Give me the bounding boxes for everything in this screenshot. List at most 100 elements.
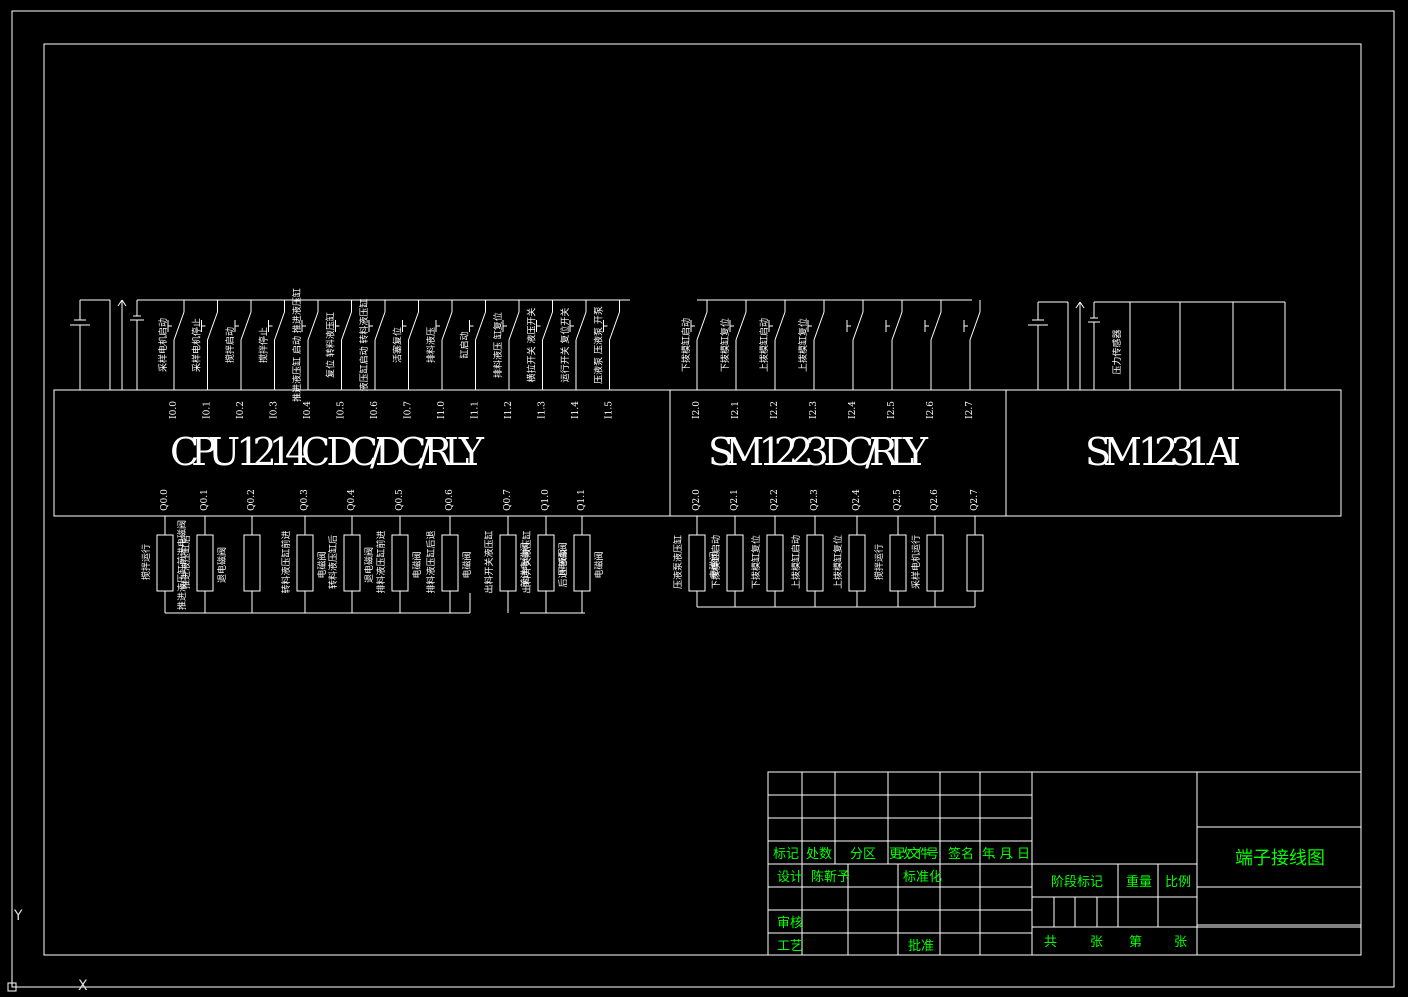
sm-input-addr: I2.7 bbox=[965, 401, 975, 419]
cpu-output-2: Q0.2 bbox=[243, 489, 261, 613]
cpu-output-addr: Q0.0 bbox=[160, 489, 170, 511]
cpu-output-addr: Q0.1 bbox=[200, 489, 210, 511]
cpu-input-label: 采样电机停止 bbox=[191, 318, 203, 372]
cpu-output-addr: Q1.1 bbox=[577, 489, 587, 511]
sm-input-addr: I2.3 bbox=[809, 401, 819, 419]
tb-sheets-total: 共 bbox=[1044, 935, 1057, 950]
cpu-input-addr: I0.3 bbox=[270, 401, 280, 419]
sm1231-module-title: SM 1231 AI bbox=[1085, 430, 1241, 474]
cpu-output-addr: Q0.7 bbox=[503, 489, 513, 511]
tb-sheet-no: 第 bbox=[1129, 935, 1142, 950]
cpu-output-7: Q0.7出料开关液压缸前进电磁阀 bbox=[483, 489, 531, 613]
sm-input-label: 上拨模缸启动 bbox=[758, 318, 770, 372]
cpu-input-label: 压液泵 压液泵 开泵 bbox=[593, 306, 605, 384]
tb-header-sign: 签名 bbox=[948, 846, 974, 862]
sm-output-label-a: 搅拌运行 bbox=[873, 544, 885, 580]
ucs-y-label: Y bbox=[13, 908, 23, 924]
ai-power bbox=[1028, 301, 1286, 390]
cpu-output-5: Q0.5排料液压缸前进电磁阀 bbox=[375, 489, 423, 613]
tb-header-count: 处数 bbox=[806, 847, 832, 862]
cpu-output-addr: Q0.3 bbox=[300, 489, 310, 511]
sm-output-addr: Q2.2 bbox=[770, 489, 780, 511]
cpu-input-addr: I1.2 bbox=[504, 401, 514, 419]
cpu-input-label: 横拉开关 液压开关 bbox=[526, 308, 538, 383]
sm-input-6: I2.6 bbox=[924, 300, 942, 419]
sm1223-module-title: SM 1223 DC/RLY bbox=[708, 430, 929, 474]
cpu-output-6: Q0.6排料液压缸后退电磁阀 bbox=[425, 489, 473, 613]
tb-stage-mark: 阶段标记 bbox=[1051, 875, 1103, 890]
sm-output-label-a: 压液泵液压缸 bbox=[672, 535, 684, 589]
cpu-input-addr: I0.6 bbox=[370, 401, 380, 419]
cpu-input-addr: I1.4 bbox=[571, 401, 581, 419]
sm-output-0: Q2.0压液泵液压缸电磁阀 bbox=[672, 489, 720, 607]
inner-frame bbox=[43, 43, 1362, 956]
cpu-output-label-b: 电磁阀 bbox=[461, 551, 473, 578]
cpu-output-label-b: 电磁阀 bbox=[593, 551, 605, 578]
ai-inputs: 压力传感器 bbox=[1111, 329, 1123, 374]
cpu-input-label: 活塞复位 bbox=[392, 327, 404, 363]
sm-output-label-a: 上拨模缸复位 bbox=[832, 535, 844, 589]
cpu-output-label-b: 推进液压缸前进电磁阀 bbox=[176, 520, 188, 610]
sm-input-addr: I2.2 bbox=[770, 401, 780, 419]
cpu-input-addr: I0.1 bbox=[203, 401, 213, 419]
sm-output-addr: Q2.4 bbox=[852, 489, 862, 511]
sm-output-4: Q2.4 上拨模缸复位 bbox=[832, 489, 866, 607]
cpu-input-12: I1.4 运行开关 复位开关 bbox=[559, 300, 587, 419]
sm-output-label-a: 下拨模缸复位 bbox=[750, 535, 762, 589]
cpu-output-label-b: 前进电磁阀 bbox=[519, 542, 531, 587]
tb-sheets-unit1: 张 bbox=[1090, 935, 1103, 950]
ucs-x-label: X bbox=[78, 978, 88, 994]
cpu-input-label: 推进液压缸 启动 推进液压缸 bbox=[291, 288, 303, 402]
sm-input-2: I2.2 上拨模缸启动 bbox=[758, 300, 786, 419]
cpu-output-addr: Q0.5 bbox=[395, 489, 405, 511]
cpu-output-label-b: 后退电磁阀 bbox=[557, 542, 569, 587]
cpu-output-addr: Q0.2 bbox=[247, 489, 257, 511]
sm-output-7: Q2.7 bbox=[966, 489, 984, 607]
sm-output-addr: Q2.3 bbox=[810, 489, 820, 511]
sm-output-label-a: 上拨模缸启动 bbox=[790, 535, 802, 589]
cpu-input-addr: I0.7 bbox=[404, 401, 414, 419]
tb-review: 审核 bbox=[777, 916, 803, 931]
sm-output-5: Q2.5 搅拌运行 bbox=[873, 489, 907, 607]
sm1231-module bbox=[1005, 389, 1342, 517]
sm-output-addr: Q2.6 bbox=[930, 489, 940, 511]
cpu-input-label: 运行开关 复位开关 bbox=[559, 308, 571, 383]
cpu-output-4: Q0.4转料液压缸后退电磁阀 bbox=[327, 489, 375, 613]
tb-header-mark: 标记 bbox=[773, 847, 799, 862]
sm-output-addr: Q2.5 bbox=[893, 489, 903, 511]
tb-process: 工艺 bbox=[777, 939, 803, 954]
sm-input-addr: I2.4 bbox=[848, 401, 858, 419]
cpu-input-addr: I0.5 bbox=[337, 401, 347, 419]
cpu-output-label-a: 转料液压缸前进 bbox=[280, 530, 292, 593]
sm-input-5: I2.5 bbox=[885, 300, 903, 419]
sm-input-label: 下拨模缸复位 bbox=[719, 318, 731, 372]
tb-header-doc: 更改文件号 bbox=[889, 847, 939, 862]
cpu-output-addr: Q1.0 bbox=[541, 489, 551, 511]
tb-sheets-unit2: 张 bbox=[1174, 935, 1187, 950]
outer-frame bbox=[11, 10, 1395, 988]
cpu-output-label-b: 电磁阀 bbox=[411, 551, 423, 578]
cpu-output-label-a: 排料液压缸后退 bbox=[425, 530, 437, 593]
cpu-output-label-a: 推进液压缸后 bbox=[180, 535, 192, 589]
sm-input-4: I2.4 bbox=[846, 300, 864, 419]
cpu-input-label: 搅拌启动 bbox=[224, 327, 236, 363]
cpu-output-label-b: 退电磁阀 bbox=[363, 547, 375, 583]
cpu-input-addr: I0.4 bbox=[303, 401, 313, 419]
cpu-input-label: 采样电机启动 bbox=[157, 318, 169, 372]
sm-inputs: I2.0下拨模缸启动I2.1下拨模缸复位I2.2上拨模缸启动I2.3上拨模缸复位… bbox=[680, 300, 981, 419]
sm-input-7: I2.7 bbox=[963, 300, 981, 419]
sm-input-addr: I2.5 bbox=[887, 401, 897, 419]
